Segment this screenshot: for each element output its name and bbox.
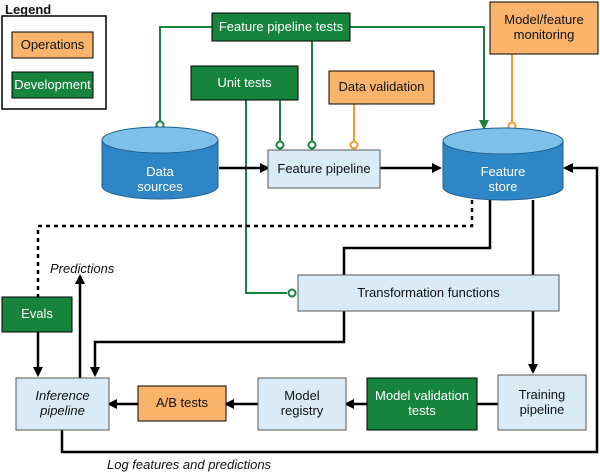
unit-tests-box bbox=[190, 65, 299, 101]
edge-store-to-evals-dashed bbox=[36, 200, 474, 297]
operations-connectors bbox=[353, 54, 513, 143]
ab-tests-box bbox=[137, 385, 227, 422]
model-registry-box bbox=[257, 377, 347, 431]
development-connector-ends bbox=[155, 120, 317, 298]
legend-development-swatch bbox=[11, 71, 94, 99]
edge-log-to-store bbox=[60, 163, 599, 454]
feature-store-cylinder bbox=[442, 127, 564, 201]
data-sources-cylinder bbox=[101, 126, 219, 200]
legend-operations-swatch bbox=[11, 31, 94, 59]
fpt-to-data-sources-line bbox=[159, 26, 212, 122]
training-pipeline-box bbox=[497, 374, 587, 431]
data-validation-box bbox=[328, 70, 435, 105]
transformation-functions-box bbox=[297, 274, 560, 312]
development-connectors bbox=[159, 26, 489, 294]
fpt-to-feature-store-line bbox=[350, 26, 489, 130]
evals-box bbox=[1, 296, 73, 333]
feature-pipeline-tests-box bbox=[211, 12, 351, 42]
flow-edges bbox=[33, 163, 599, 454]
feature-pipeline-box bbox=[267, 149, 381, 189]
edge-store-to-transformation bbox=[342, 200, 492, 275]
model-feature-monitoring-box bbox=[489, 1, 599, 55]
inference-pipeline-box bbox=[15, 377, 110, 431]
model-validation-tests-box bbox=[366, 377, 478, 431]
edge-transformation-to-inference bbox=[90, 311, 346, 377]
legend-title: Legend bbox=[5, 2, 52, 17]
unit-tests-to-transformation-line bbox=[245, 100, 287, 294]
